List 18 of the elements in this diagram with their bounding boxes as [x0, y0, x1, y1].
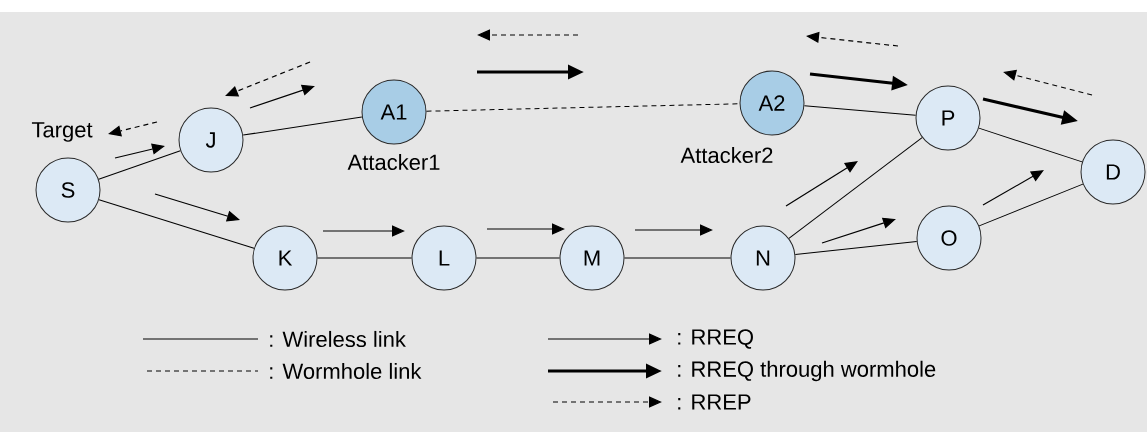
wireless-link — [98, 150, 181, 180]
wireless-link — [794, 241, 918, 256]
wireless-link — [476, 257, 560, 259]
wireless-link — [98, 199, 255, 249]
wireless-link — [978, 127, 1083, 163]
wireless-link — [624, 257, 731, 259]
legend-text: : Wireless link — [270, 330, 406, 348]
node-caption: Attacker1 — [347, 153, 440, 171]
legend-text: : RREP — [678, 394, 751, 410]
node-caption: Attacker2 — [680, 146, 773, 164]
wireless-link — [803, 105, 917, 116]
wireless-link — [317, 257, 412, 259]
wireless-link — [978, 183, 1084, 227]
legend-text: : RREQ through wormhole — [678, 360, 936, 382]
legend-text: : RREQ — [678, 329, 753, 349]
wireless-link — [788, 137, 923, 239]
legend-text: : Wormhole link — [270, 362, 422, 380]
wireless-link — [242, 116, 363, 136]
